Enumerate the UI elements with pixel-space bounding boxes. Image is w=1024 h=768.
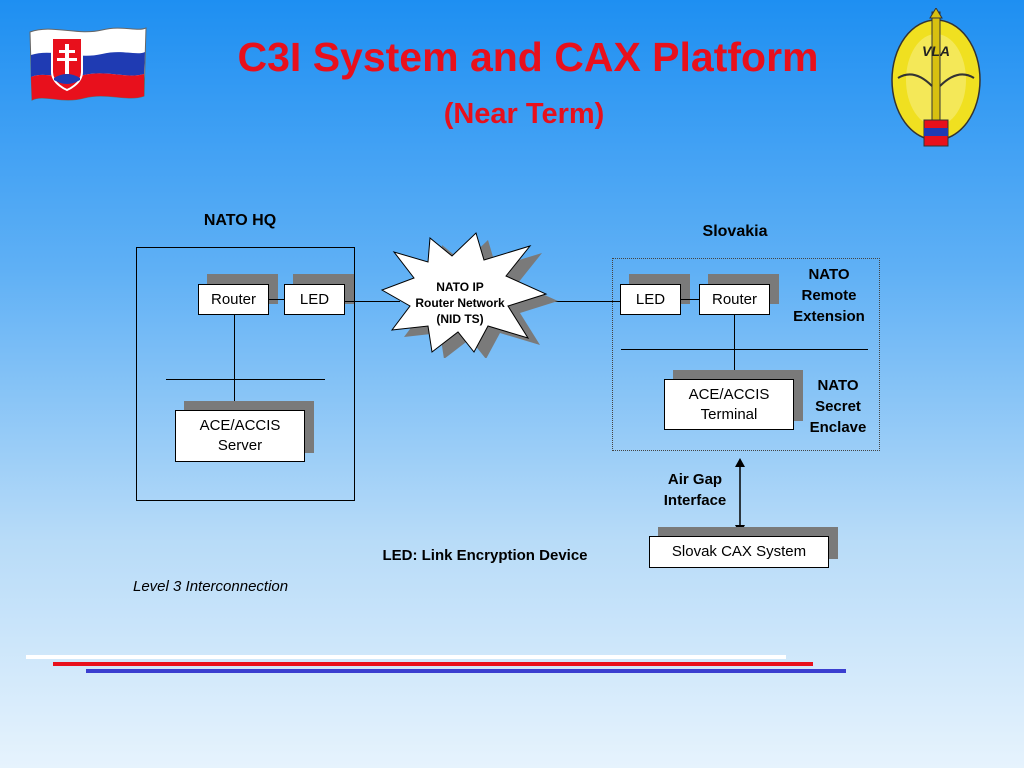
airgap-line2: Interface (663, 492, 727, 509)
remote-line1: NATO (808, 266, 850, 283)
router-led-connector (269, 299, 284, 300)
led-definition: LED: Link Encryption Device (382, 547, 588, 564)
terminal-line1: ACE/ACCIS (688, 385, 770, 403)
slovakia-frame (612, 258, 880, 451)
air-gap-arrow-icon (735, 458, 745, 534)
router-lan-connector (234, 315, 235, 409)
server-line2: Server (217, 437, 263, 454)
sk-wan-line (526, 301, 620, 302)
sk-lan-line (621, 349, 868, 350)
hq-wan-line (345, 301, 400, 302)
slovakia-label: Slovakia (702, 223, 768, 240)
stripe-white (26, 655, 786, 659)
secret-enclave-label: NATO Secret Enclave (798, 375, 878, 438)
network-line2: Router Network (415, 296, 505, 310)
remote-extension-label: NATO Remote Extension (784, 264, 874, 327)
network-line3: (NID TS) (436, 312, 484, 326)
nato-hq-frame (136, 247, 355, 501)
stripe-blue (86, 669, 846, 673)
network-line1: NATO IP (436, 280, 484, 294)
page-title: C3I System and CAX Platform (237, 34, 819, 80)
stripe-red (53, 662, 813, 666)
sk-led-router-connector (681, 299, 699, 300)
sk-router-lan-connector (734, 315, 735, 379)
ace-accis-terminal-box: ACE/ACCIS Terminal (664, 379, 794, 430)
network-label: NATO IP Router Network (NID TS) (400, 279, 520, 327)
page-subtitle: (Near Term) (443, 98, 605, 130)
secret-line1: NATO (817, 377, 859, 394)
hq-lan-line (166, 379, 325, 380)
airgap-line1: Air Gap (667, 471, 723, 488)
slovak-flag-icon (29, 27, 147, 101)
sk-led-box: LED (620, 284, 681, 315)
secret-line2: Secret (815, 398, 861, 415)
secret-line3: Enclave (809, 419, 867, 436)
level-note: Level 3 Interconnection (133, 578, 289, 595)
air-gap-label: Air Gap Interface (650, 469, 740, 511)
remote-line3: Extension (793, 308, 865, 325)
nato-hq-label: NATO HQ (203, 212, 277, 229)
hq-router-box: Router (198, 284, 269, 315)
hq-led-box: LED (284, 284, 345, 315)
sk-router-box: Router (699, 284, 770, 315)
remote-line2: Remote (801, 287, 857, 304)
academy-emblem-icon: VLA (891, 8, 981, 147)
svg-text:VLA: VLA (922, 43, 950, 59)
server-line1: ACE/ACCIS (199, 417, 281, 434)
slovak-cax-system-box: Slovak CAX System (649, 536, 829, 568)
ace-accis-server-box: ACE/ACCIS Server (175, 410, 305, 462)
network-cloud-icon (380, 232, 558, 358)
terminal-line2: Terminal (700, 405, 758, 423)
